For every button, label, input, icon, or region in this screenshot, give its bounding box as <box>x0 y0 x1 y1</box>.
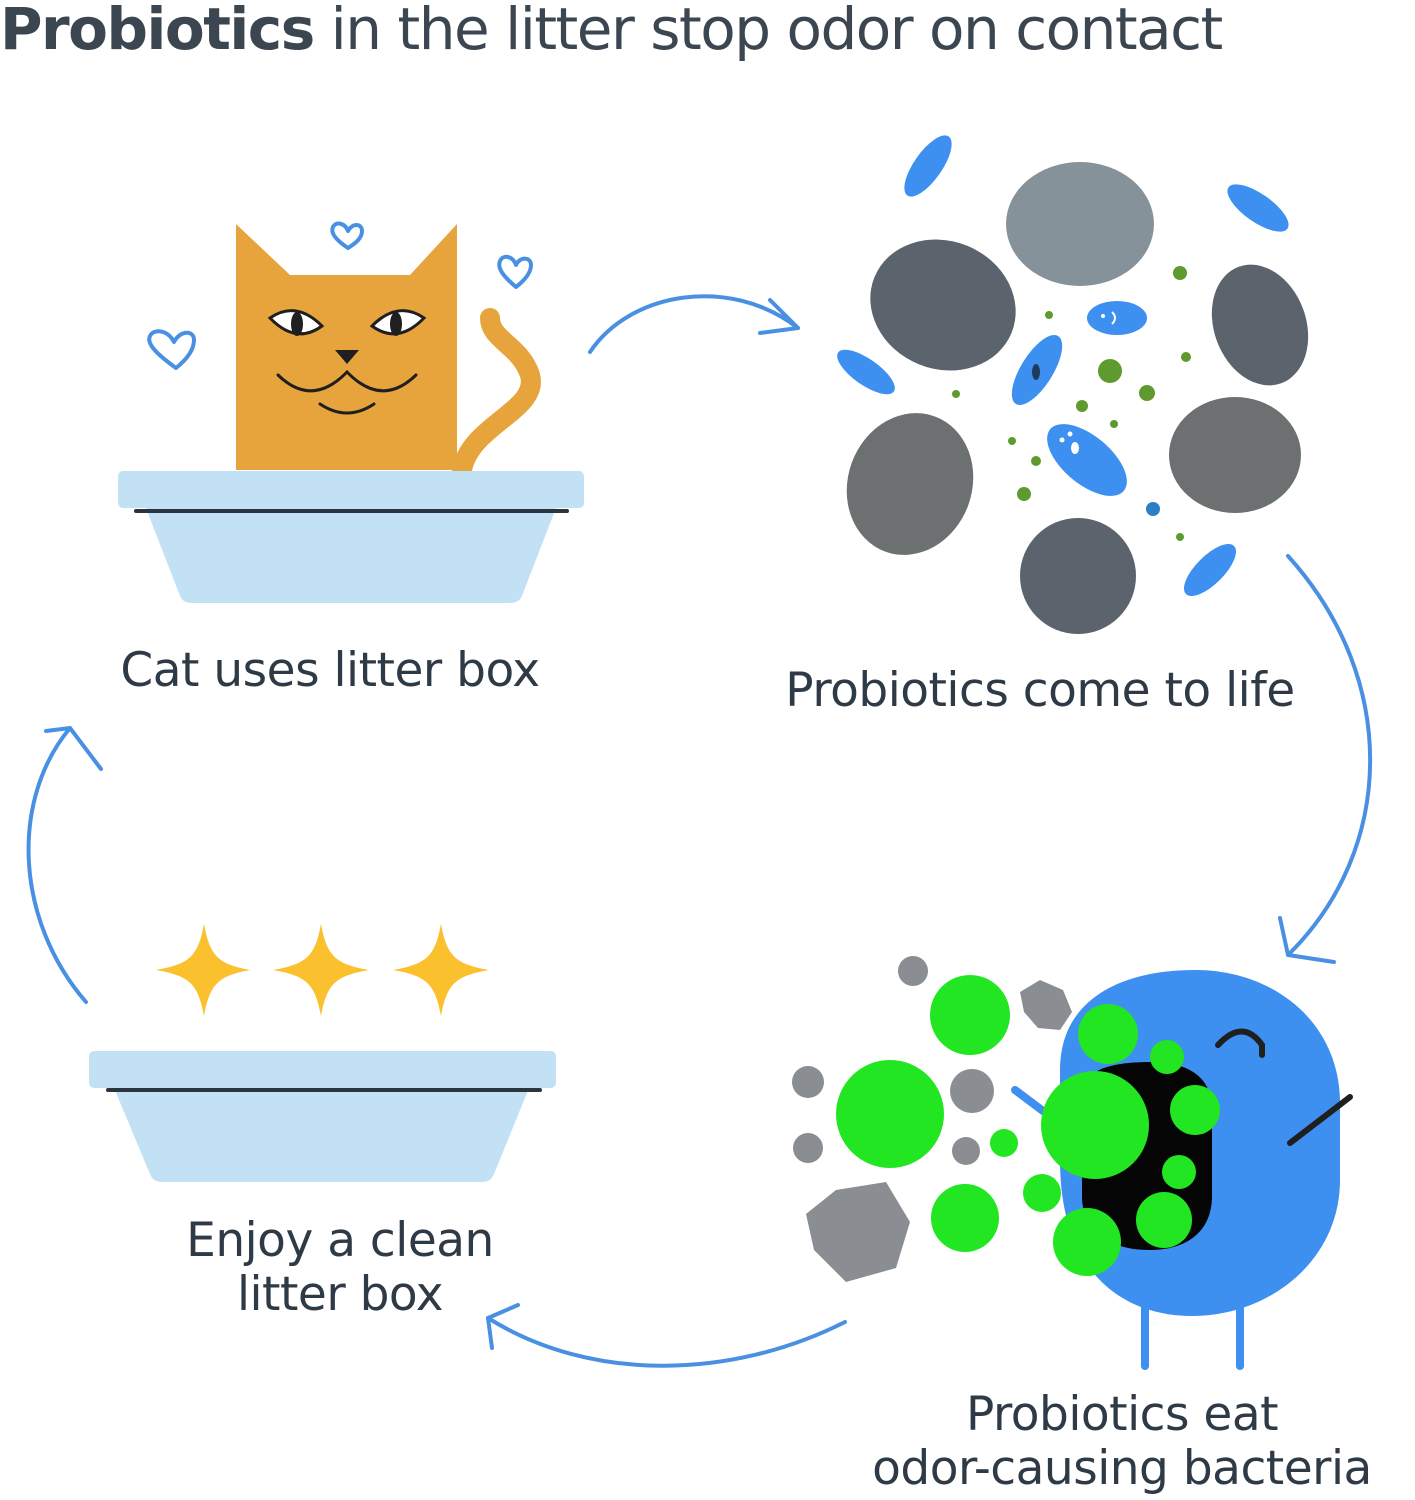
cat-face <box>267 309 427 415</box>
cat-tail <box>452 308 541 480</box>
heart-icon <box>147 329 196 370</box>
probiotic-characters <box>1011 301 1147 496</box>
step-1-label: Cat uses litter box <box>60 644 600 698</box>
step-3-label-line-1: Probiotics eat <box>965 1387 1279 1442</box>
sparkle-icons <box>156 924 489 1016</box>
step-2-label: Probiotics come to life <box>730 664 1350 718</box>
step-3-label: Probiotics eat odor-causing bacteria <box>832 1388 1412 1496</box>
step3-eating-illustration <box>792 956 1353 1370</box>
sparkle-icon <box>393 924 489 1016</box>
headline-rest: in the litter stop odor on contact <box>313 0 1224 63</box>
arrow-step1-to-step2 <box>588 294 800 354</box>
step-1-label-line: Cat uses litter box <box>120 643 540 698</box>
cycle-arrows <box>26 294 1373 1368</box>
arrow-step4-to-step1 <box>26 726 103 1004</box>
heart-icon <box>330 221 364 250</box>
litter-box-clean <box>89 1051 556 1182</box>
headline: Probiotics in the litter stop odor on co… <box>0 0 1415 64</box>
step4-clean-illustration <box>89 924 556 1182</box>
step-3-label-line-2: odor-causing bacteria <box>872 1441 1372 1496</box>
sparkle-icon <box>156 924 250 1016</box>
litter-box-top <box>118 471 584 603</box>
probiotic-capsules <box>837 135 1289 596</box>
heart-icon <box>497 254 533 289</box>
headline-bold: Probiotics <box>0 0 315 63</box>
bacteria-dots <box>952 266 1191 541</box>
arrow-step2-to-step3 <box>1278 554 1373 964</box>
green-bacteria <box>836 975 1220 1276</box>
debris-granules <box>792 956 1072 1282</box>
step-4-label-line-2: litter box <box>236 1267 444 1322</box>
step-4-label: Enjoy a clean litter box <box>150 1214 530 1322</box>
heart-icons <box>147 221 533 370</box>
cat-body <box>236 224 457 470</box>
step2-probiotics-illustration <box>837 135 1309 634</box>
litter-granules <box>846 162 1309 634</box>
sparkle-icon <box>273 924 369 1016</box>
step-2-label-line: Probiotics come to life <box>785 663 1295 718</box>
arrow-step3-to-step4 <box>486 1303 847 1368</box>
step-4-label-line-1: Enjoy a clean <box>186 1213 494 1268</box>
step1-cat-illustration <box>118 221 584 603</box>
